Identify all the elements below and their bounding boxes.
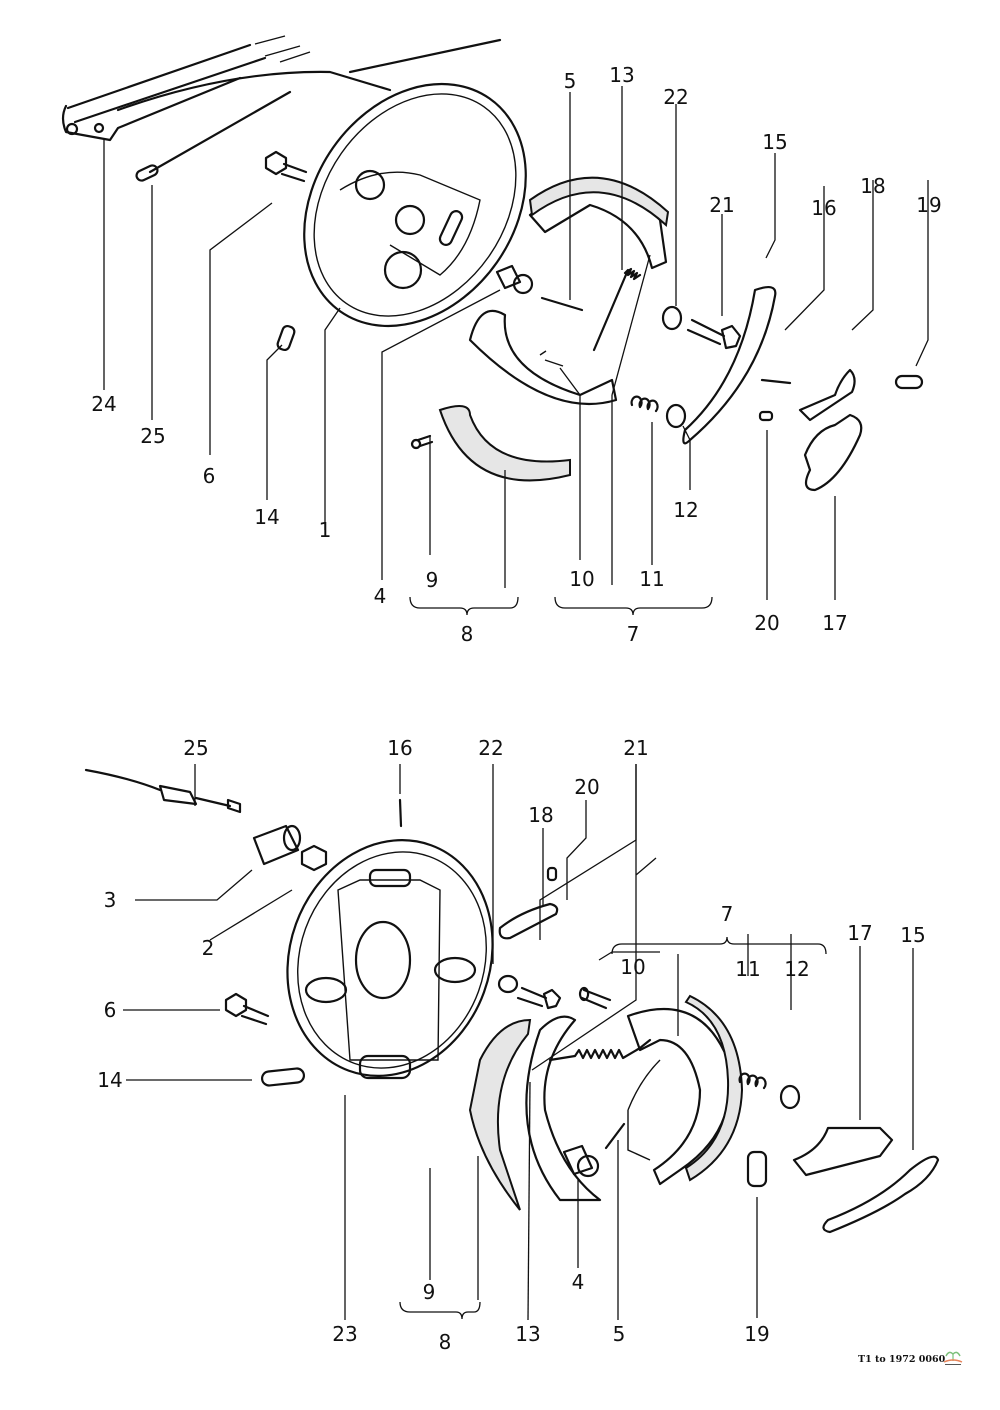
callout-9: 9 (423, 1280, 436, 1304)
callout-23: 23 (332, 1322, 357, 1346)
lower-leader-lines (123, 764, 914, 1321)
cotter-pin-part (540, 296, 584, 312)
callout-9: 9 (426, 568, 439, 592)
backing-plate-part (286, 839, 494, 1080)
callout-17: 17 (847, 921, 872, 945)
adjuster-plate-part (803, 413, 863, 492)
callout-5: 5 (613, 1322, 626, 1346)
callout-6: 6 (104, 998, 117, 1022)
clip-ring-part (661, 305, 683, 331)
washer-part (779, 1084, 801, 1110)
screw-part (410, 434, 434, 450)
callout-15: 15 (900, 923, 925, 947)
brake-cable-part (116, 38, 502, 182)
bolt-part (264, 150, 308, 183)
callout-21: 21 (709, 193, 734, 217)
brake-shoe-part (528, 176, 670, 270)
upper-leader-lines (103, 86, 929, 616)
callout-1: 1 (319, 518, 332, 542)
shoe-bolt-part (686, 318, 742, 350)
cotter-pin-part (398, 798, 403, 828)
lower-shoe-part (468, 309, 618, 406)
lever-cotter-pin-part (760, 378, 792, 385)
brake-shoe-part (525, 1015, 602, 1202)
callout-19: 19 (744, 1322, 769, 1346)
brake-lining-part (438, 405, 571, 482)
lever-link-part (498, 902, 559, 940)
lower-view: 25 16 22 21 20 18 3 2 7 10 11 12 17 15 6… (84, 736, 940, 1354)
handbrake-lever-part (61, 35, 311, 142)
callout-6: 6 (203, 464, 216, 488)
callout-4: 4 (374, 584, 387, 608)
lock-nut-part (300, 844, 328, 872)
callout-22: 22 (663, 85, 688, 109)
callout-2: 2 (202, 936, 215, 960)
callout-8: 8 (461, 622, 474, 646)
callout-19: 19 (916, 193, 941, 217)
compression-spring-part (746, 1150, 768, 1188)
callout-20: 20 (574, 775, 599, 799)
pin-part (276, 324, 296, 352)
callout-3: 3 (104, 888, 117, 912)
callout-10: 10 (569, 567, 594, 591)
compression-spring-part (894, 374, 924, 390)
callout-13: 13 (515, 1322, 540, 1346)
shoe-bolt-part (516, 986, 562, 1010)
callout-11: 11 (639, 567, 664, 591)
footer-caption: T1 to 1972 0060 (858, 1354, 946, 1365)
clip-ring-part (497, 974, 519, 994)
bolt-part (224, 992, 270, 1026)
callout-25: 25 (183, 736, 208, 760)
callout-18: 18 (528, 803, 553, 827)
small-spring-part (630, 395, 659, 413)
callout-4: 4 (572, 1270, 585, 1294)
adjusting-nut-part (252, 824, 302, 866)
upper-view: 5 13 22 15 21 16 18 19 24 25 6 14 1 4 9 … (61, 35, 942, 646)
callout-8: 8 (439, 1330, 452, 1354)
small-spring-part (738, 1072, 767, 1090)
callout-14: 14 (254, 505, 279, 529)
washer-part (665, 403, 687, 429)
brake-cable-part (84, 768, 242, 814)
pin-part (260, 1067, 306, 1087)
handbrake-lever-arm-part (822, 1155, 940, 1234)
lower-callouts: 25 16 22 21 20 18 3 2 7 10 11 12 17 15 6… (97, 736, 925, 1354)
pin-20-part (546, 866, 558, 882)
callout-25: 25 (140, 424, 165, 448)
callout-22: 22 (478, 736, 503, 760)
callout-20: 20 (754, 611, 779, 635)
spring-part (592, 267, 642, 352)
spring-part (548, 1038, 652, 1062)
brake-lining-part (468, 1018, 532, 1211)
upper-callouts: 5 13 22 15 21 16 18 19 24 25 6 14 1 4 9 … (91, 63, 941, 646)
callout-18: 18 (860, 174, 885, 198)
callout-12: 12 (784, 957, 809, 981)
callout-24: 24 (91, 392, 116, 416)
callout-16: 16 (387, 736, 412, 760)
callout-13: 13 (609, 63, 634, 87)
callout-7: 7 (721, 902, 734, 926)
adjuster-plate-part (792, 1126, 894, 1177)
callout-15: 15 (762, 130, 787, 154)
pin-20-part (758, 410, 774, 422)
callout-17: 17 (822, 611, 847, 635)
adjuster-part (495, 264, 534, 295)
lever-link-part (798, 368, 856, 422)
callout-11: 11 (735, 957, 760, 981)
adjuster-part (562, 1144, 600, 1178)
brake-shoe-part (626, 994, 744, 1186)
lever-cotter-pin-part (604, 1122, 626, 1150)
callout-5: 5 (564, 69, 577, 93)
shoe-pivot-bolt-part (578, 986, 612, 1010)
callout-16: 16 (811, 196, 836, 220)
callout-12: 12 (673, 498, 698, 522)
callout-14: 14 (97, 1068, 122, 1092)
callout-10: 10 (620, 955, 645, 979)
palm-tree-logo (943, 1351, 963, 1365)
callout-7: 7 (627, 622, 640, 646)
callout-21: 21 (623, 736, 648, 760)
backing-plate-part (303, 82, 527, 328)
